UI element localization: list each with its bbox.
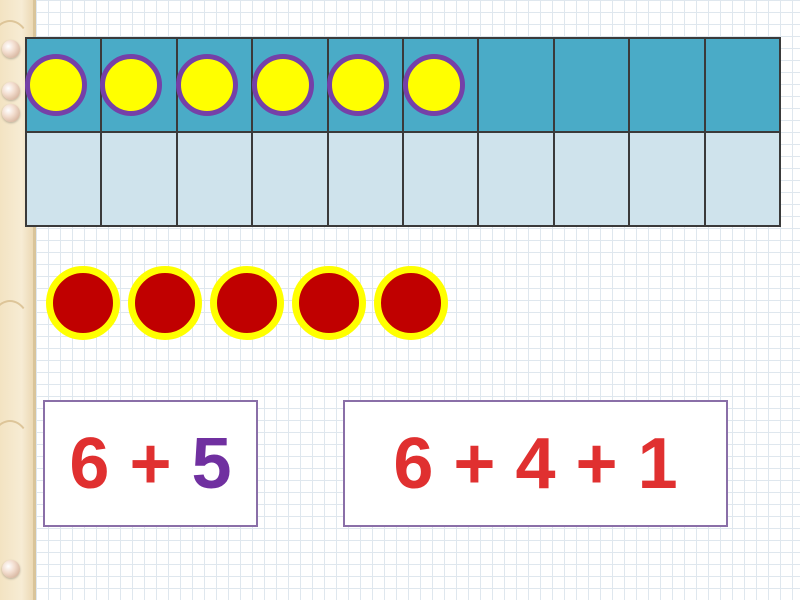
ten-frame-cell [554, 132, 629, 226]
red-counter [46, 266, 120, 340]
decorative-pearl [2, 104, 20, 122]
yellow-counter [403, 54, 465, 116]
expression-decomposed: 6 + 4 + 1 [393, 428, 677, 500]
ten-frame-cell [478, 132, 553, 226]
decorative-pearl [2, 560, 20, 578]
ten-frame-cell [252, 132, 327, 226]
ten-frame-cell [328, 132, 403, 226]
expression-second-addend: 5 [192, 428, 232, 500]
yellow-counter [100, 54, 162, 116]
decorative-pearl [2, 40, 20, 58]
red-counter [374, 266, 448, 340]
ten-frame-cell [478, 38, 553, 132]
red-counter [292, 266, 366, 340]
ten-frame-cell [705, 38, 780, 132]
yellow-counter [252, 54, 314, 116]
yellow-counter [25, 54, 87, 116]
ten-frame-cell [705, 132, 780, 226]
decorative-pearl [2, 82, 20, 100]
ten-frame-cell [177, 132, 252, 226]
decorative-curl [0, 300, 32, 364]
red-counter [210, 266, 284, 340]
ten-frame-cell [101, 132, 176, 226]
ten-frame-cell [554, 38, 629, 132]
yellow-counter [327, 54, 389, 116]
expression-box-6-plus-4-plus-1: 6 + 4 + 1 [343, 400, 728, 527]
yellow-counter [176, 54, 238, 116]
ten-frame-cell [26, 132, 101, 226]
decorative-curl [0, 420, 32, 484]
ten-frame-cell [629, 38, 704, 132]
expression-plus-sign: + [109, 428, 191, 500]
expression-box-6-plus-5: 6 + 5 [43, 400, 258, 527]
expression-first-addend: 6 [69, 428, 109, 500]
ten-frame-cell [403, 132, 478, 226]
ten-frame-cell [629, 132, 704, 226]
red-counter [128, 266, 202, 340]
